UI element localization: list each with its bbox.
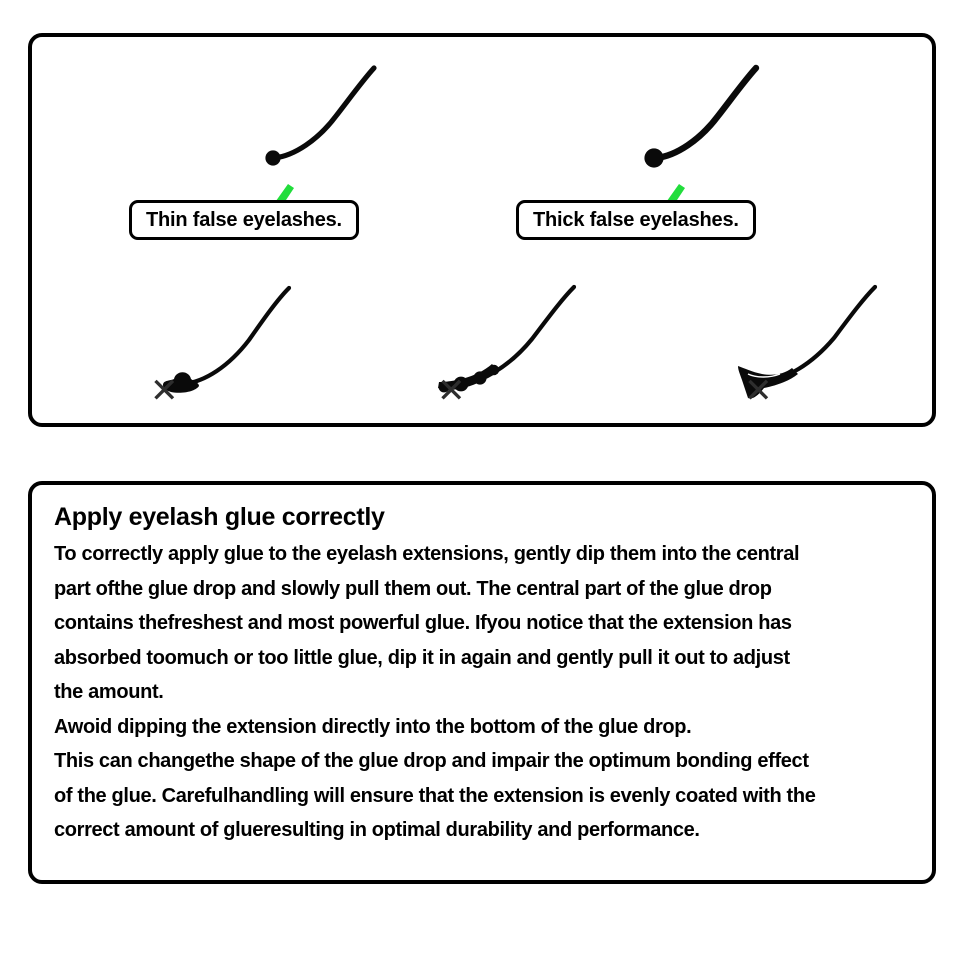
instructions-line: Awoid dipping the extension directly int… — [54, 715, 692, 738]
instructions-line: contains thefreshest and most powerful g… — [54, 612, 792, 634]
instructions-content: Apply eyelash glue correctly To correctl… — [54, 501, 914, 848]
label-thick-text: Thick false eyelashes. — [533, 208, 739, 231]
instructions-line: absorbed toomuch or too little glue, dip… — [54, 646, 790, 669]
instructions-line: of the glue. Carefulhandling will ensure… — [54, 784, 816, 807]
cross-icon-beaded: ✕ — [437, 371, 466, 411]
instructions-line: This can changethe shape of the glue dro… — [54, 750, 809, 772]
label-thick-false-eyelashes: Thick false eyelashes. — [516, 200, 756, 240]
instructions-line: the amount. — [54, 681, 164, 703]
lash-illustration-thick-correct — [612, 62, 772, 172]
label-thin-text: Thin false eyelashes. — [146, 208, 342, 231]
cross-icon-clumpy: ✕ — [744, 371, 773, 411]
cross-icon-uneven: ✕ — [150, 371, 179, 411]
lash-illustration-clumpy-incorrect — [722, 282, 892, 402]
lash-illustration-uneven-incorrect — [137, 282, 307, 402]
instructions-line: correct amount of glueresulting in optim… — [54, 819, 700, 841]
label-thin-false-eyelashes: Thin false eyelashes. — [129, 200, 359, 240]
lash-illustration-beaded-incorrect — [422, 282, 592, 402]
instructions-line: part ofthe glue drop and slowly pull the… — [54, 577, 772, 600]
instructions-line: To correctly apply glue to the eyelash e… — [54, 543, 800, 565]
instructions-heading: Apply eyelash glue correctly — [54, 503, 385, 531]
lash-illustration-thin-correct — [232, 62, 392, 172]
diagram-panel: Thin false eyelashes. Thick false eyelas… — [28, 33, 936, 427]
instructions-panel: Apply eyelash glue correctly To correctl… — [28, 481, 936, 884]
